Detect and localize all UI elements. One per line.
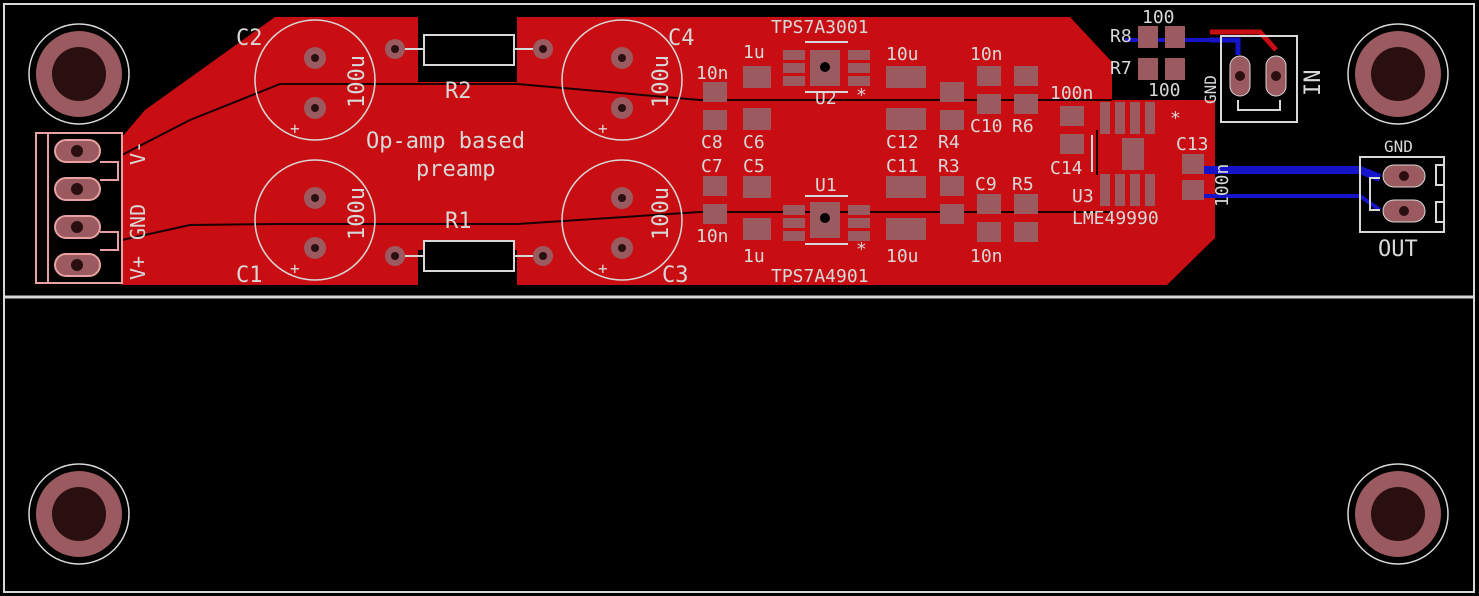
svg-text:C11: C11 — [886, 156, 919, 177]
svg-text:LME49990: LME49990 — [1072, 208, 1159, 229]
cap-value: 100u — [345, 55, 370, 108]
power-connector: V- GND V+ — [35, 132, 150, 284]
svg-text:100n: 100n — [1212, 164, 1233, 207]
svg-text:+: + — [598, 259, 608, 278]
capacitor-c3: + 100u C3 — [561, 159, 689, 288]
polarity-mark: + — [290, 119, 300, 138]
svg-text:R8: R8 — [1110, 26, 1132, 47]
input-label: IN — [1301, 70, 1326, 97]
output-connector: GND OUT — [1359, 137, 1445, 262]
svg-text:10n: 10n — [696, 226, 729, 247]
svg-text:100n: 100n — [1050, 83, 1093, 104]
svg-text:C13: C13 — [1176, 134, 1209, 155]
capacitor-c2: + 100u C2 — [236, 19, 376, 141]
mounting-hole-bl — [28, 463, 130, 565]
svg-text:100u: 100u — [345, 187, 370, 240]
smd-pads — [703, 26, 1204, 242]
ref-c2: C2 — [236, 26, 263, 51]
svg-text:1u: 1u — [743, 246, 765, 267]
svg-text:C9: C9 — [975, 174, 997, 195]
ref-c4: C4 — [668, 26, 695, 51]
svg-text:C14: C14 — [1050, 158, 1083, 179]
mounting-holes — [28, 23, 1449, 565]
pin1-marker-u1: * — [856, 239, 867, 260]
svg-text:R4: R4 — [938, 132, 960, 153]
ref-c3: C3 — [662, 263, 689, 288]
board-title: Op-amp based — [366, 129, 525, 154]
svg-text:TPS7A4901: TPS7A4901 — [771, 266, 869, 287]
output-gnd-label: GND — [1384, 137, 1413, 156]
svg-text:100: 100 — [1142, 7, 1175, 28]
svg-text:10n: 10n — [970, 246, 1003, 267]
svg-text:+: + — [598, 119, 608, 138]
pin1-marker-u3: * — [1170, 108, 1181, 129]
output-label: OUT — [1378, 237, 1418, 262]
pin1-marker-u2: * — [856, 85, 867, 106]
svg-text:C7: C7 — [701, 156, 723, 177]
svg-text:U3: U3 — [1072, 186, 1094, 207]
resistor-r2: R2 — [385, 34, 553, 104]
pin-label-vminus: V- — [126, 141, 150, 165]
input-gnd-label: GND — [1201, 75, 1220, 104]
svg-text:1u: 1u — [743, 42, 765, 63]
pin-label-gnd: GND — [126, 204, 150, 240]
pin-label-vplus: V+ — [126, 256, 150, 280]
svg-text:10u: 10u — [886, 44, 919, 65]
svg-text:R2: R2 — [445, 79, 472, 104]
svg-text:C6: C6 — [743, 132, 765, 153]
svg-text:10u: 10u — [886, 246, 919, 267]
mounting-hole-tl — [28, 23, 130, 125]
svg-text:100: 100 — [1148, 80, 1181, 101]
svg-text:R5: R5 — [1012, 174, 1034, 195]
capacitor-c4: + 100u C4 — [561, 19, 695, 141]
mounting-hole-br — [1347, 463, 1449, 565]
ic-outlines — [805, 41, 1093, 245]
svg-text:+: + — [290, 259, 300, 278]
svg-text:TPS7A3001: TPS7A3001 — [771, 17, 869, 38]
ref-c1: C1 — [236, 263, 263, 288]
capacitor-c1: + 100u C1 — [236, 159, 376, 288]
svg-text:R3: R3 — [938, 156, 960, 177]
svg-text:R6: R6 — [1012, 116, 1034, 137]
svg-text:U2: U2 — [815, 88, 837, 109]
input-connector: GND IN — [1201, 35, 1326, 123]
svg-text:C10: C10 — [970, 116, 1003, 137]
resistor-r1: R1 — [385, 209, 553, 272]
svg-text:10n: 10n — [696, 63, 729, 84]
svg-text:C12: C12 — [886, 132, 919, 153]
svg-text:C5: C5 — [743, 156, 765, 177]
smd-labels: TPS7A3001 U2 TPS7A4901 U1 1u 1u C6 C5 10… — [696, 7, 1233, 287]
svg-text:R7: R7 — [1110, 58, 1132, 79]
svg-text:100u: 100u — [649, 55, 674, 108]
mounting-hole-tr — [1347, 23, 1449, 125]
svg-text:R1: R1 — [445, 209, 472, 234]
board-subtitle: preamp — [416, 157, 495, 182]
svg-text:100u: 100u — [649, 187, 674, 240]
svg-text:10n: 10n — [970, 44, 1003, 65]
svg-text:C8: C8 — [701, 132, 723, 153]
svg-text:U1: U1 — [815, 175, 837, 196]
